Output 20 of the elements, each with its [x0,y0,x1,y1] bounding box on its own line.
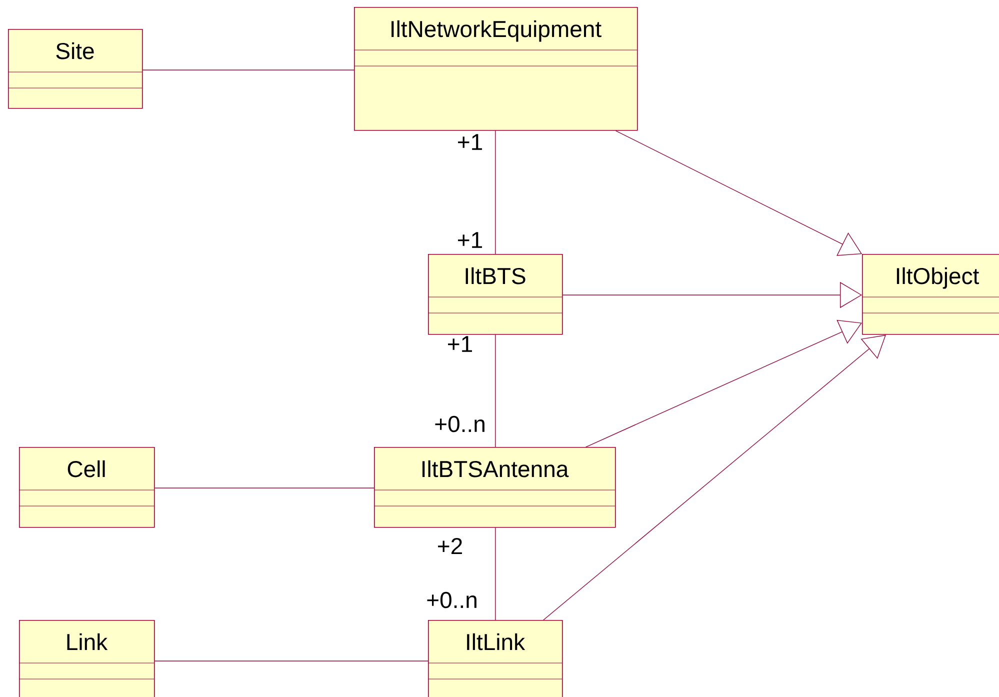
class-box: Link [18,620,155,697]
class-box: IltBTSAntenna [374,447,616,528]
multiplicity-label: +0..n [427,592,476,608]
class-box: IltObject [862,254,999,335]
association-line [495,334,496,448]
association-line [495,130,496,254]
class-box: IltNetworkEquipment [354,7,638,131]
class-box: IltLink [428,620,563,697]
class-box: Site [8,29,143,109]
multiplicity-label: +1 [458,232,482,248]
class-box: IltBTS [428,254,563,335]
generalization-arrow [543,334,886,620]
generalization-arrow [585,320,862,448]
generalization-arrow [615,130,862,256]
multiplicity-label: +1 [458,134,482,150]
multiplicity-label: +2 [438,538,462,554]
association-line [154,660,428,662]
class-box: Cell [18,447,155,528]
association-line [495,527,496,620]
multiplicity-label: +0..n [435,416,484,432]
